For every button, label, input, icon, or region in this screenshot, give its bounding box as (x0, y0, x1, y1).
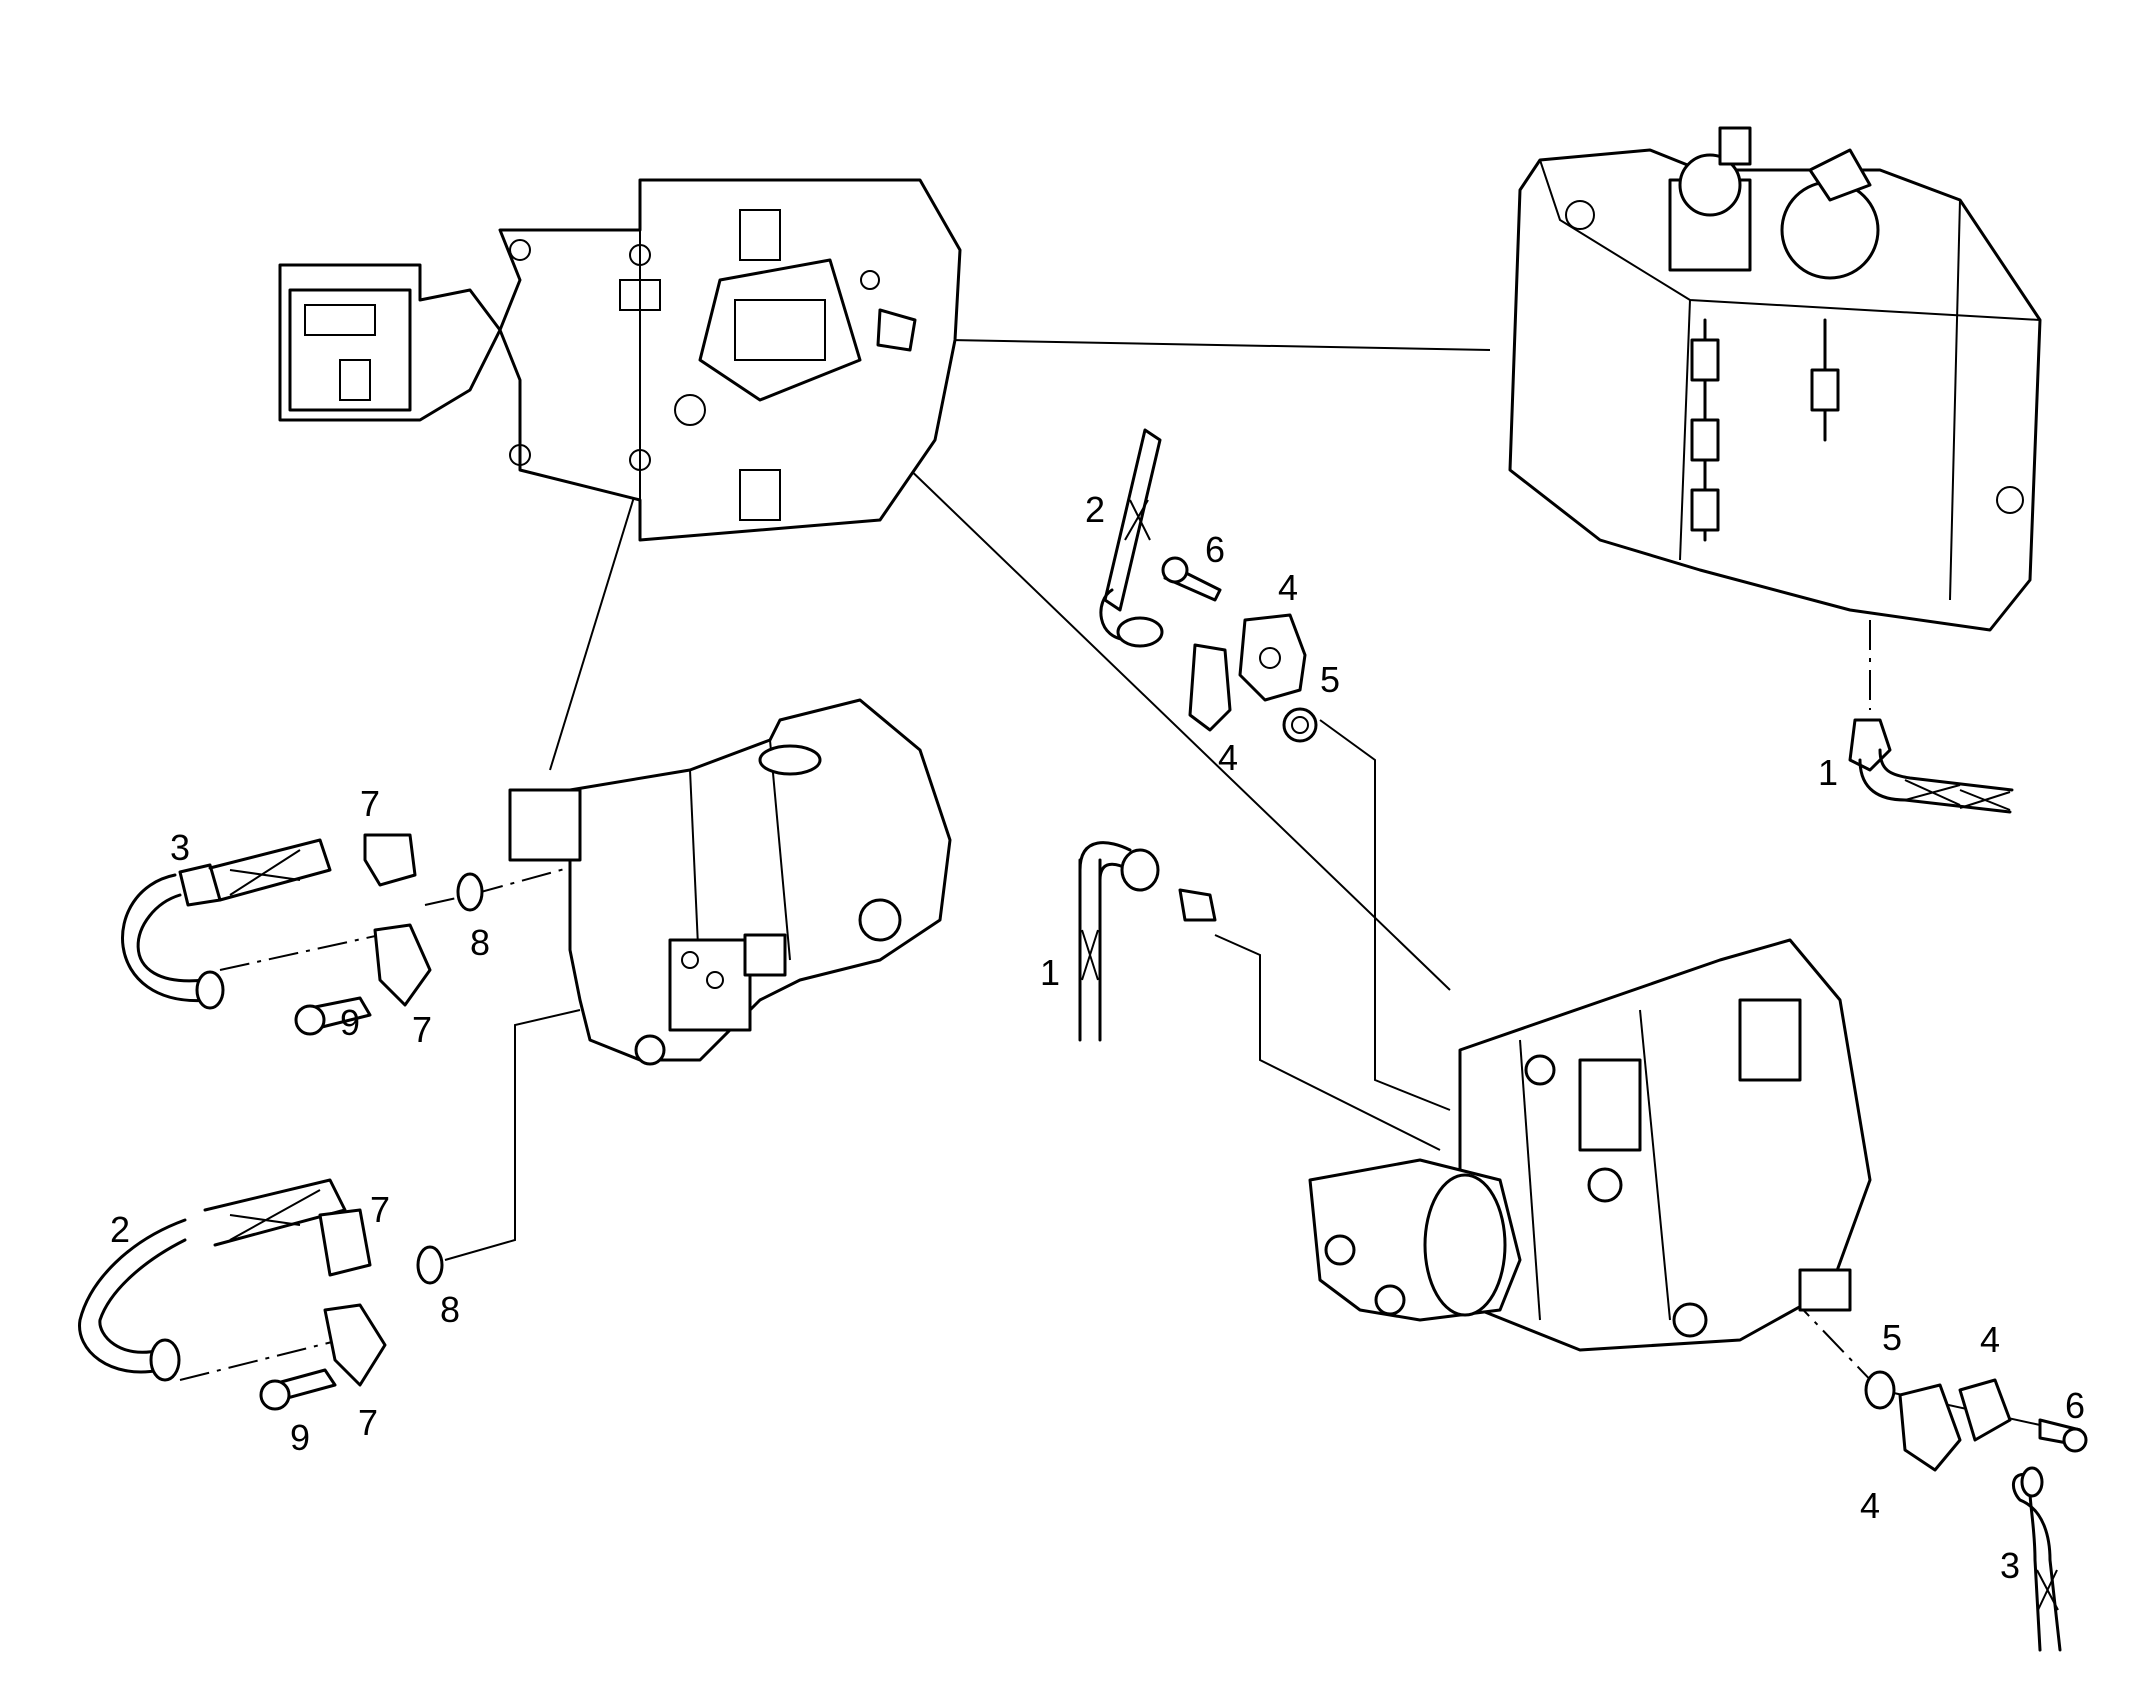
callout-6-upper-screw: 6 (1205, 529, 1226, 570)
callout-8-left-seal: 8 (470, 922, 491, 963)
center-hose-1 (1078, 841, 1217, 1042)
callout-1-tank-hose: 1 (1818, 752, 1839, 793)
callout-3-left-hose: 3 (170, 827, 191, 868)
callout-5-right-seal: 5 (1882, 1317, 1903, 1358)
callout-4-right-flange-half: 4 (1860, 1485, 1881, 1526)
callout-8-lower-seal: 8 (440, 1289, 461, 1330)
callout-2-lower-hose: 2 (110, 1209, 131, 1250)
callout-1-center-hose: 1 (1040, 952, 1061, 993)
top-frame-assembly (278, 178, 962, 542)
lower-right-fittings (1864, 1370, 2088, 1652)
hydraulic-tank (1508, 126, 2042, 632)
callout-2-upper-hose: 2 (1085, 489, 1106, 530)
callout-4-upper-flange: 4 (1278, 567, 1299, 608)
callout-4-right-flange: 4 (1980, 1319, 2001, 1360)
tank-hose (1848, 718, 2014, 814)
callout-9-lower-screw: 9 (290, 1417, 311, 1458)
upper-middle-parts (1099, 428, 1318, 743)
callout-9-left-screw: 9 (340, 1002, 361, 1043)
lower-left-hose-2-assembly (78, 1178, 444, 1411)
hydraulic-pump-right (1308, 938, 1872, 1352)
callout-7-lower-flange: 7 (370, 1189, 391, 1230)
callout-3-right-hose: 3 (2000, 1545, 2021, 1586)
hydraulic-motor-left (508, 698, 952, 1066)
callout-7-lower-flange-half: 7 (358, 1402, 379, 1443)
left-hose-3-assembly (121, 833, 484, 1036)
callout-7-left-flange-half: 7 (412, 1009, 433, 1050)
callout-7-left-flange: 7 (360, 783, 381, 824)
callout-6-right-screw: 6 (2065, 1385, 2086, 1426)
callout-5-upper-seal: 5 (1320, 659, 1341, 700)
callout-4-upper-flange-half: 4 (1218, 737, 1239, 778)
